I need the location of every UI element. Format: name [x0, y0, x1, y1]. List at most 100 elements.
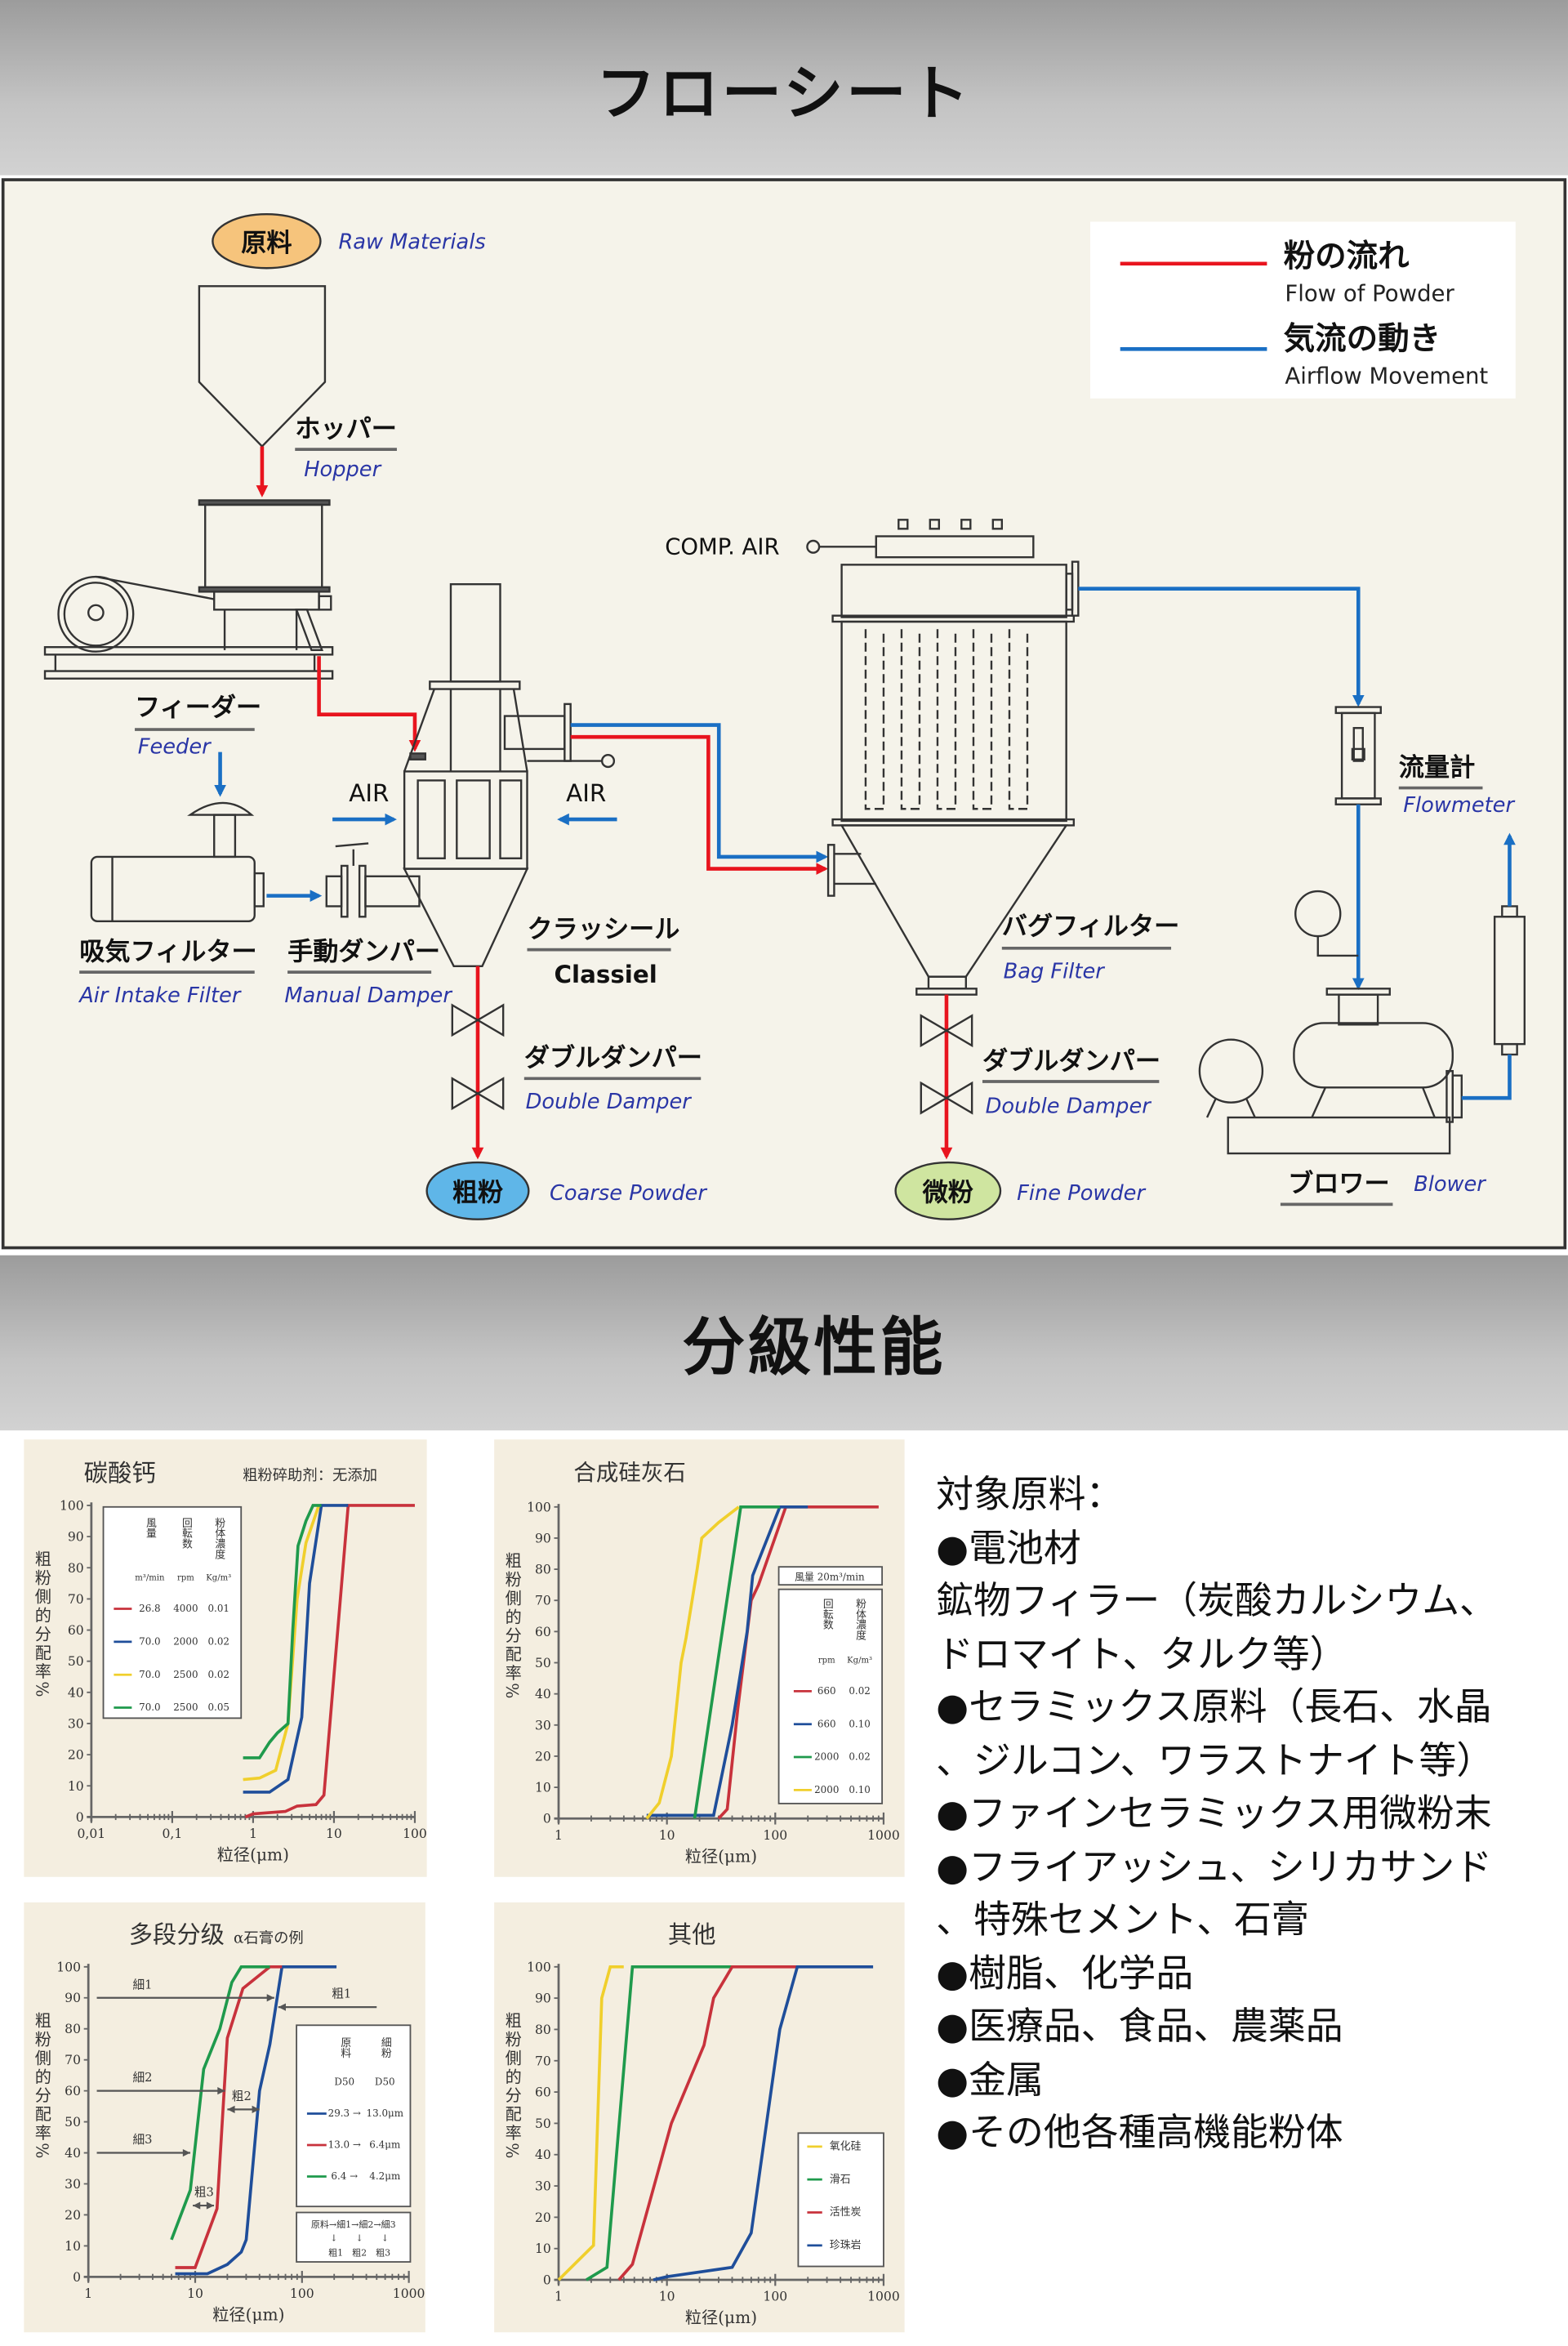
manual-damper-jp: 手動ダンパー [287, 937, 440, 966]
manual-damper-icon [325, 842, 421, 918]
y-tick-label: 40 [535, 2148, 551, 2162]
coarse-powder-en: Coarse Powder [550, 1181, 707, 1206]
flow-sheet-title: フローシート [595, 59, 973, 128]
classiel-jp: クラッシール [527, 915, 679, 944]
feeder-jp: フィーダー [135, 694, 261, 723]
annotation-label: 細3 [132, 2133, 152, 2147]
comp-air-label: COMP. AIR [665, 534, 779, 560]
y-tick-label: 50 [65, 2115, 81, 2130]
air-intake-filter-jp: 吸気フィルター [79, 937, 256, 966]
fine-powder-badge [894, 1161, 1002, 1220]
classiel-en: Classiel [555, 961, 657, 988]
legend-unit: D50 [375, 2076, 395, 2088]
y-tick-label: 40 [65, 2146, 81, 2161]
legend-powder-jp: 粉の流れ [1284, 238, 1410, 274]
blower-jp: ブロワー [1288, 1170, 1390, 1199]
x-tick-label: 1 [84, 2286, 92, 2301]
air-inlet-right-label: AIR [566, 779, 606, 807]
y-tick-label: 30 [65, 2177, 81, 2192]
legend-box [797, 2132, 884, 2268]
list-item: ●樹脂、化学品 [936, 1951, 1194, 1995]
series-line [243, 1504, 322, 1760]
legend-column-header: 細粉 [379, 2037, 391, 2058]
legend-value: 6.4μm [369, 2139, 400, 2151]
flow-legend: 粉の流れ Flow of Powder 気流の動き Airflow Moveme… [1090, 221, 1516, 399]
y-tick-label: 100 [527, 1500, 551, 1514]
series-line [585, 1965, 733, 2281]
legend-air-jp: 気流の動き [1284, 320, 1441, 357]
list-item: ●ファインセラミックス用微粉末 [936, 1791, 1492, 1835]
legend-value: 0.02 [207, 1636, 229, 1648]
fine-powder-en: Fine Powder [1017, 1181, 1146, 1206]
y-tick-label: 70 [535, 1594, 551, 1608]
x-tick-label: 0,01 [78, 1826, 106, 1841]
y-tick-label: 30 [68, 1716, 84, 1731]
chart-title: 碳酸钙 [84, 1460, 156, 1487]
x-tick-label: 1000 [867, 1828, 900, 1843]
y-tick-label: 80 [535, 1563, 551, 1577]
x-tick-label: 1000 [393, 2286, 425, 2301]
legend-column-header: 回転数 [180, 1518, 192, 1550]
legend-flow-box [296, 2211, 412, 2263]
legend-value: 13.0μm [367, 2107, 404, 2119]
legend-label: 滑石 [830, 2174, 851, 2186]
x-tick-label: 1000 [867, 2290, 900, 2304]
legend-value: 2000 [814, 1751, 839, 1763]
chart-title: 多段分级 [129, 1920, 225, 1948]
list-item: ●金属 [936, 2057, 1044, 2101]
y-tick-label: 90 [65, 1991, 81, 2005]
series-line [645, 1505, 740, 1820]
legend-value: 2500 [173, 1702, 198, 1713]
legend-value: 70.0 [139, 1636, 161, 1648]
x-axis-label: 粒径(μm) [685, 2308, 757, 2327]
annotation-label: 粗2 [232, 2090, 252, 2103]
raw-materials-badge [212, 213, 322, 270]
x-tick-label: 100 [763, 1828, 787, 1843]
raw-materials-en: Raw Materials [338, 230, 485, 254]
double-damper-right-jp: ダブルダンパー [982, 1046, 1160, 1076]
legend-label: 珍珠岩 [830, 2240, 862, 2252]
series-line [170, 1965, 270, 2241]
coarse-powder-jp: 粗粉 [452, 1179, 503, 1208]
y-tick-label: 10 [65, 2239, 81, 2254]
legend-value: 0.02 [849, 1685, 871, 1697]
flowmeter-en: Flowmeter [1403, 793, 1515, 818]
x-tick-label: 100 [763, 2290, 787, 2304]
arrowhead [266, 1994, 274, 2002]
list-item: ドロマイト、タルク等） [936, 1631, 1348, 1676]
x-tick-label: 10 [659, 2290, 675, 2304]
y-tick-label: 90 [68, 1530, 84, 1545]
list-item: ●医療品、食品、農薬品 [936, 2004, 1343, 2048]
y-tick-label: 60 [65, 2084, 81, 2098]
series-line [646, 1505, 808, 1817]
y-tick-label: 60 [68, 1623, 84, 1638]
arrowhead [182, 2148, 191, 2157]
series-line [244, 1504, 415, 1819]
y-tick-label: 30 [535, 2179, 551, 2194]
y-axis-label: 粗粉側的分配率% [32, 2012, 51, 2161]
legend-air-en: Airflow Movement [1285, 363, 1488, 389]
chart-subtitle: 粗粉碎助剂：无添加 [243, 1467, 377, 1484]
series-line [693, 1505, 780, 1819]
arrowhead [193, 2201, 201, 2210]
hopper-jp: ホッパー [295, 414, 397, 444]
y-axis-label: 粗粉側的分配率% [32, 1550, 51, 1700]
legend-column-header: 回転数 [821, 1599, 833, 1630]
series-line [617, 1965, 798, 2281]
fine-powder-jp: 微粉 [922, 1179, 973, 1208]
hopper-en: Hopper [304, 457, 381, 482]
y-tick-label: 70 [535, 2054, 551, 2068]
legend-unit: rpm [177, 1574, 194, 1583]
legend-value: 0.02 [207, 1669, 229, 1680]
y-tick-label: 0 [76, 1810, 84, 1825]
legend-value: 0.01 [207, 1603, 229, 1614]
series-line [175, 1965, 337, 2276]
y-tick-label: 20 [65, 2208, 81, 2223]
x-tick-label: 1 [249, 1826, 257, 1841]
legend-value: 4.2μm [369, 2170, 400, 2182]
legend-value: 29.3 → [328, 2107, 361, 2119]
legend-column-header: 粉体濃度 [853, 1599, 866, 1641]
arrowhead [278, 2003, 286, 2011]
